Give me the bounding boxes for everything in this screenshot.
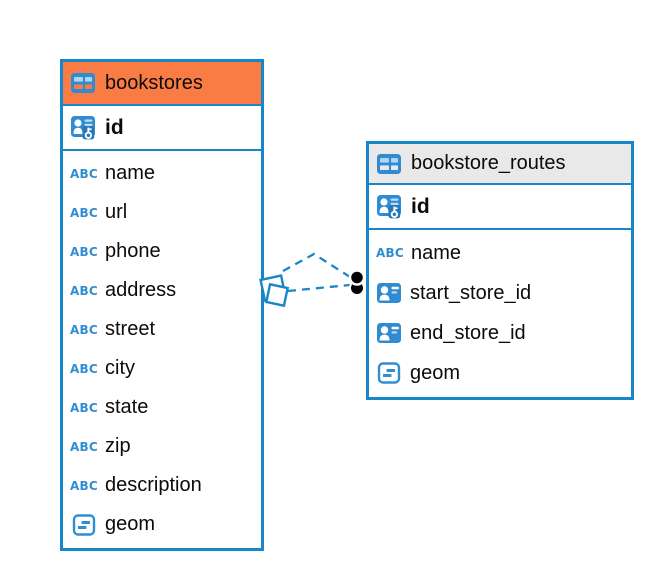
text-type-icon: ABC (70, 166, 98, 181)
column-row-phone[interactable]: ABC phone (63, 232, 261, 271)
geometry-type-icon (377, 361, 401, 385)
table-icon (70, 71, 96, 95)
column-list: ABC name ABC url ABC phone ABC address A… (63, 151, 261, 548)
column-row-description[interactable]: ABC description (63, 466, 261, 505)
column-name: start_store_id (410, 281, 532, 304)
column-row-state[interactable]: ABC state (63, 388, 261, 427)
column-name: geom (410, 361, 461, 384)
column-name: name (411, 241, 462, 264)
table-bookstores-header[interactable]: bookstores (63, 62, 261, 106)
column-row-city[interactable]: ABC city (63, 349, 261, 388)
column-name: end_store_id (410, 321, 526, 344)
text-type-icon: ABC (70, 244, 98, 259)
primary-key-icon (70, 114, 97, 141)
table-bookstore-routes[interactable]: bookstore_routes id ABC name start_store… (366, 141, 634, 400)
table-icon (376, 152, 402, 176)
column-row-id[interactable]: id (369, 185, 631, 230)
relation-line-start-store[interactable] (282, 252, 351, 278)
column-name: id (411, 194, 430, 218)
column-row-name[interactable]: ABC name (369, 233, 631, 273)
text-type-icon: ABC (70, 439, 98, 454)
column-row-geom[interactable]: geom (369, 353, 631, 393)
reference-type-icon (376, 281, 402, 305)
column-row-name[interactable]: ABC name (63, 154, 261, 193)
reference-type-icon (376, 321, 402, 345)
column-name: state (105, 396, 149, 418)
geometry-type-icon (72, 513, 96, 537)
table-title: bookstores (105, 71, 203, 94)
column-name: url (105, 201, 128, 223)
column-name: phone (105, 240, 161, 262)
column-name: zip (105, 435, 131, 457)
text-type-icon: ABC (376, 246, 404, 260)
column-name: description (105, 474, 202, 496)
column-name: address (105, 279, 177, 301)
column-row-id[interactable]: id (63, 106, 261, 151)
relation-line-end-store[interactable] (287, 283, 351, 293)
column-name: name (105, 162, 156, 184)
column-row-end-store-id[interactable]: end_store_id (369, 313, 631, 353)
text-type-icon: ABC (70, 283, 98, 298)
column-list: ABC name start_store_id end_store_id geo… (369, 230, 631, 397)
column-name: id (105, 115, 124, 139)
table-bookstore-routes-header[interactable]: bookstore_routes (369, 144, 631, 185)
table-title: bookstore_routes (411, 152, 566, 174)
table-bookstores[interactable]: bookstores id ABC name ABC url ABC phone… (60, 59, 264, 551)
primary-key-icon (376, 193, 403, 220)
column-row-geom[interactable]: geom (63, 505, 261, 544)
text-type-icon: ABC (70, 400, 98, 415)
column-row-start-store-id[interactable]: start_store_id (369, 273, 631, 313)
column-name: city (105, 357, 135, 379)
text-type-icon: ABC (70, 478, 98, 493)
column-name: geom (105, 513, 156, 535)
column-row-zip[interactable]: ABC zip (63, 427, 261, 466)
relation-source-marker (259, 274, 290, 308)
text-type-icon: ABC (70, 205, 98, 220)
column-row-url[interactable]: ABC url (63, 193, 261, 232)
text-type-icon: ABC (70, 361, 98, 376)
column-row-address[interactable]: ABC address (63, 271, 261, 310)
column-row-street[interactable]: ABC street (63, 310, 261, 349)
text-type-icon: ABC (70, 322, 98, 337)
relation-target-marker (348, 269, 366, 296)
column-name: street (105, 318, 156, 340)
